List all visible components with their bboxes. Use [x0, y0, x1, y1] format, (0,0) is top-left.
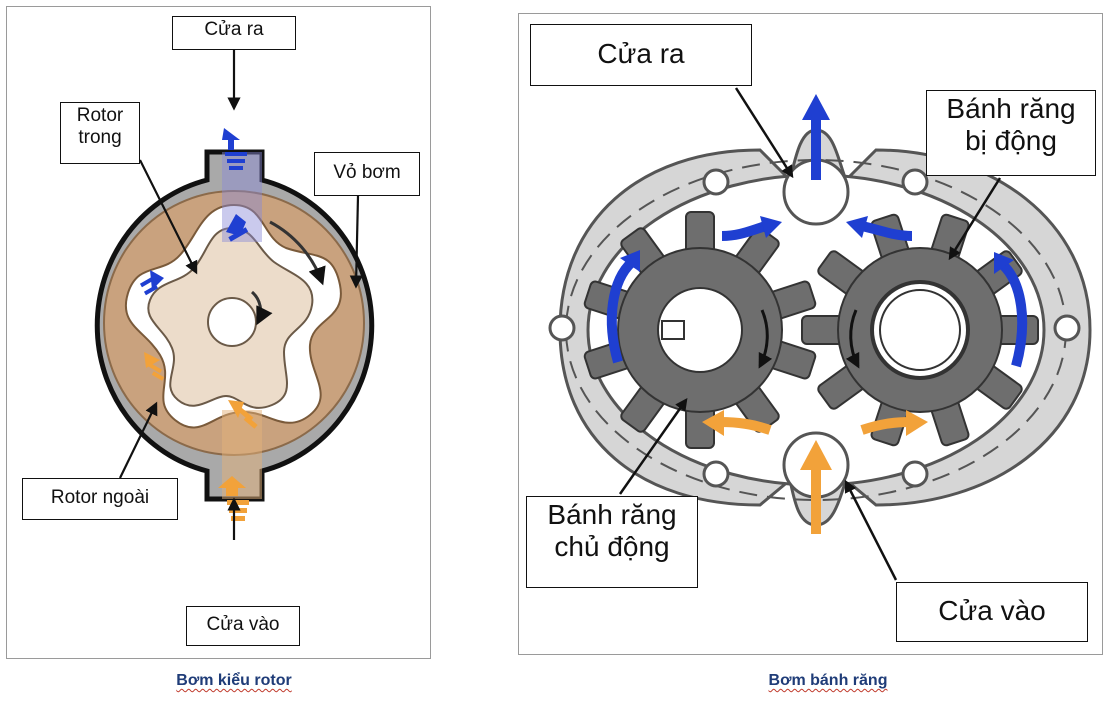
inlet-label-text: Cửa vào: [206, 614, 280, 635]
leader-lines-left: [119, 50, 363, 540]
outer-rotor-label: Rotor ngoài: [22, 478, 178, 520]
gear-pump-caption: Bơm bánh răng: [768, 672, 888, 689]
outlet-label-text: Cửa ra: [204, 19, 264, 40]
leader-lines-right: [618, 87, 1002, 581]
inner-rotor-label-line1: Rotor: [76, 105, 124, 126]
rotor-pump-caption: Bơm kiểu rotor: [176, 672, 292, 689]
drive-gear-label-line2: chủ động: [554, 531, 670, 563]
housing-label-text: Vỏ bơm: [333, 162, 401, 183]
drive-gear-label-line1: Bánh răng: [547, 499, 677, 530]
gear-outflow-heads: [620, 94, 1014, 274]
outer-rotor-label-text: Rotor ngoài: [50, 487, 150, 508]
outflow-arrows: [139, 128, 249, 296]
gear-outlet-label-text: Cửa ra: [597, 38, 685, 69]
outer-rotation-arrow: [269, 220, 326, 286]
driven-gear-label-line2: bị động: [965, 125, 1057, 157]
inlet-label: Cửa vào: [186, 606, 300, 646]
gear-inlet-label: Cửa vào: [896, 582, 1088, 642]
gear-inflow-heads: [702, 410, 928, 470]
gear-outlet-label: Cửa ra: [530, 24, 752, 86]
gear-inlet-label-text: Cửa vào: [938, 595, 1046, 626]
gear-outflow-arrows: [606, 118, 1028, 368]
housing-label: Vỏ bơm: [314, 152, 420, 196]
outlet-label: Cửa ra: [172, 16, 296, 50]
driven-gear-label-line1: Bánh răng: [946, 93, 1076, 124]
inner-rotation-arrow: [250, 290, 273, 326]
inner-rotor-label-line2: trong: [78, 126, 122, 148]
